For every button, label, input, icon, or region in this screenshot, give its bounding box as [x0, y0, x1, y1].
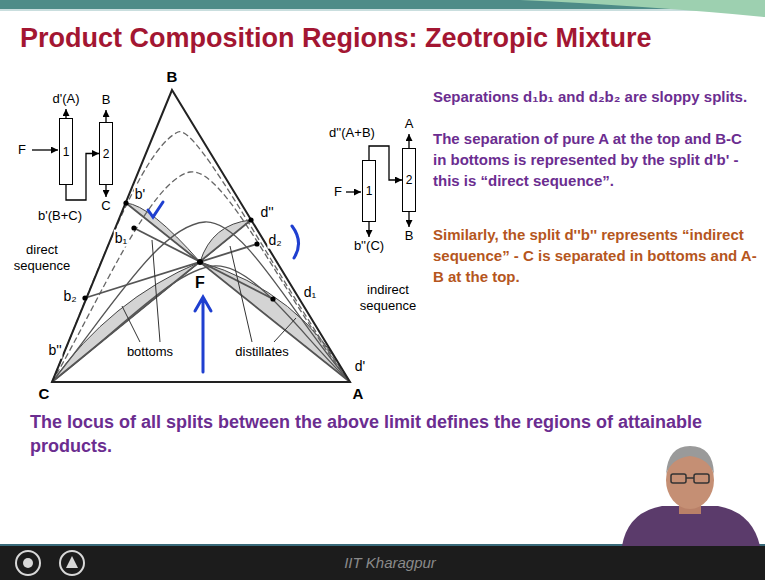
- composition-point: [248, 217, 253, 222]
- residue-curve: [52, 132, 350, 382]
- composition-point: [254, 241, 259, 246]
- point-label: d₂: [267, 232, 282, 249]
- stream-label: F: [334, 184, 342, 200]
- region-label: bottoms: [126, 344, 174, 360]
- institute-logo: [16, 551, 40, 575]
- composition-point: [123, 200, 128, 205]
- stream-label: F: [18, 142, 26, 158]
- leader-line: [230, 246, 252, 342]
- residue-curve: [52, 222, 350, 382]
- header-rule: [0, 9, 765, 11]
- point-label: d₁: [303, 284, 318, 301]
- nptel-logo: [60, 551, 84, 575]
- column-box: 1: [362, 160, 376, 222]
- column-box: 2: [402, 148, 416, 212]
- leader-line: [122, 306, 140, 342]
- footer-band: [0, 546, 765, 580]
- point-label: d': [354, 358, 366, 375]
- stream-label: B: [102, 92, 111, 108]
- pen-annotation: [195, 297, 211, 372]
- split-line: [52, 220, 251, 382]
- nptel-logo: [66, 556, 78, 568]
- stream-label: d'(A): [52, 91, 79, 107]
- pen-annotation: [292, 226, 299, 258]
- feed-point-label: F: [194, 273, 206, 292]
- summary-text: The locus of all splits between the abov…: [30, 410, 742, 459]
- residue-curve: [52, 266, 350, 382]
- column-number: 2: [406, 174, 413, 186]
- product-arrow: [105, 185, 106, 197]
- point-label: b'': [47, 342, 62, 359]
- point-label: b₂: [62, 288, 77, 305]
- watermark: IIT Kharagpur: [344, 554, 436, 572]
- presenter-glasses: [671, 474, 686, 483]
- column-number: 1: [63, 146, 70, 158]
- column-box: 2: [99, 122, 113, 185]
- presenter-glasses: [686, 477, 694, 479]
- feed-arrow: [346, 191, 361, 192]
- vertex-label: B: [167, 68, 178, 86]
- presenter-hair: [666, 446, 714, 474]
- bullet-text: The separation of pure A at the top and …: [433, 128, 759, 191]
- stream-label: b''(C): [354, 238, 384, 254]
- stream-label: C: [101, 198, 110, 214]
- sequence-label: indirect sequence: [350, 282, 426, 313]
- stream-label: b'(B+C): [38, 208, 82, 224]
- composition-point: [270, 296, 275, 301]
- feed-point: [197, 259, 203, 265]
- sequence-label: direct sequence: [6, 242, 78, 273]
- stream-label: A: [405, 116, 414, 132]
- composition-point: [131, 225, 136, 230]
- product-arrow: [408, 134, 409, 148]
- vertex-label: A: [353, 385, 364, 403]
- point-label: d'': [259, 204, 274, 221]
- leader-line: [274, 318, 296, 342]
- bullet-text: Separations d₁b₁ and d₂b₂ are sloppy spl…: [433, 86, 759, 107]
- pen-annotation: [148, 202, 163, 217]
- product-arrow: [65, 109, 66, 118]
- column-number: 1: [366, 185, 373, 197]
- split-line: [134, 228, 273, 299]
- point-label: b₁: [114, 230, 129, 247]
- institute-logo: [23, 558, 33, 568]
- feed-arrow: [32, 149, 58, 150]
- column-box: 1: [59, 118, 73, 185]
- slide-title: Product Composition Regions: Zeotropic M…: [20, 22, 652, 54]
- column-number: 2: [103, 148, 110, 160]
- product-arrow: [105, 110, 106, 122]
- region-label: distillates: [234, 344, 289, 360]
- product-arrow: [368, 222, 369, 237]
- composition-point: [82, 295, 87, 300]
- composition-triangle: [52, 90, 350, 382]
- header-swoosh: [520, 0, 765, 17]
- residue-curve: [52, 172, 350, 382]
- stream-label: B: [405, 228, 414, 244]
- product-arrow: [408, 212, 409, 227]
- bullet-text: Similarly, the split d''b'' represents “…: [433, 224, 759, 287]
- leader-line: [152, 240, 160, 342]
- presenter-glasses: [694, 474, 709, 483]
- vertex-label: C: [39, 385, 50, 403]
- stream-label: d''(A+B): [329, 125, 375, 141]
- point-label: b': [134, 186, 146, 203]
